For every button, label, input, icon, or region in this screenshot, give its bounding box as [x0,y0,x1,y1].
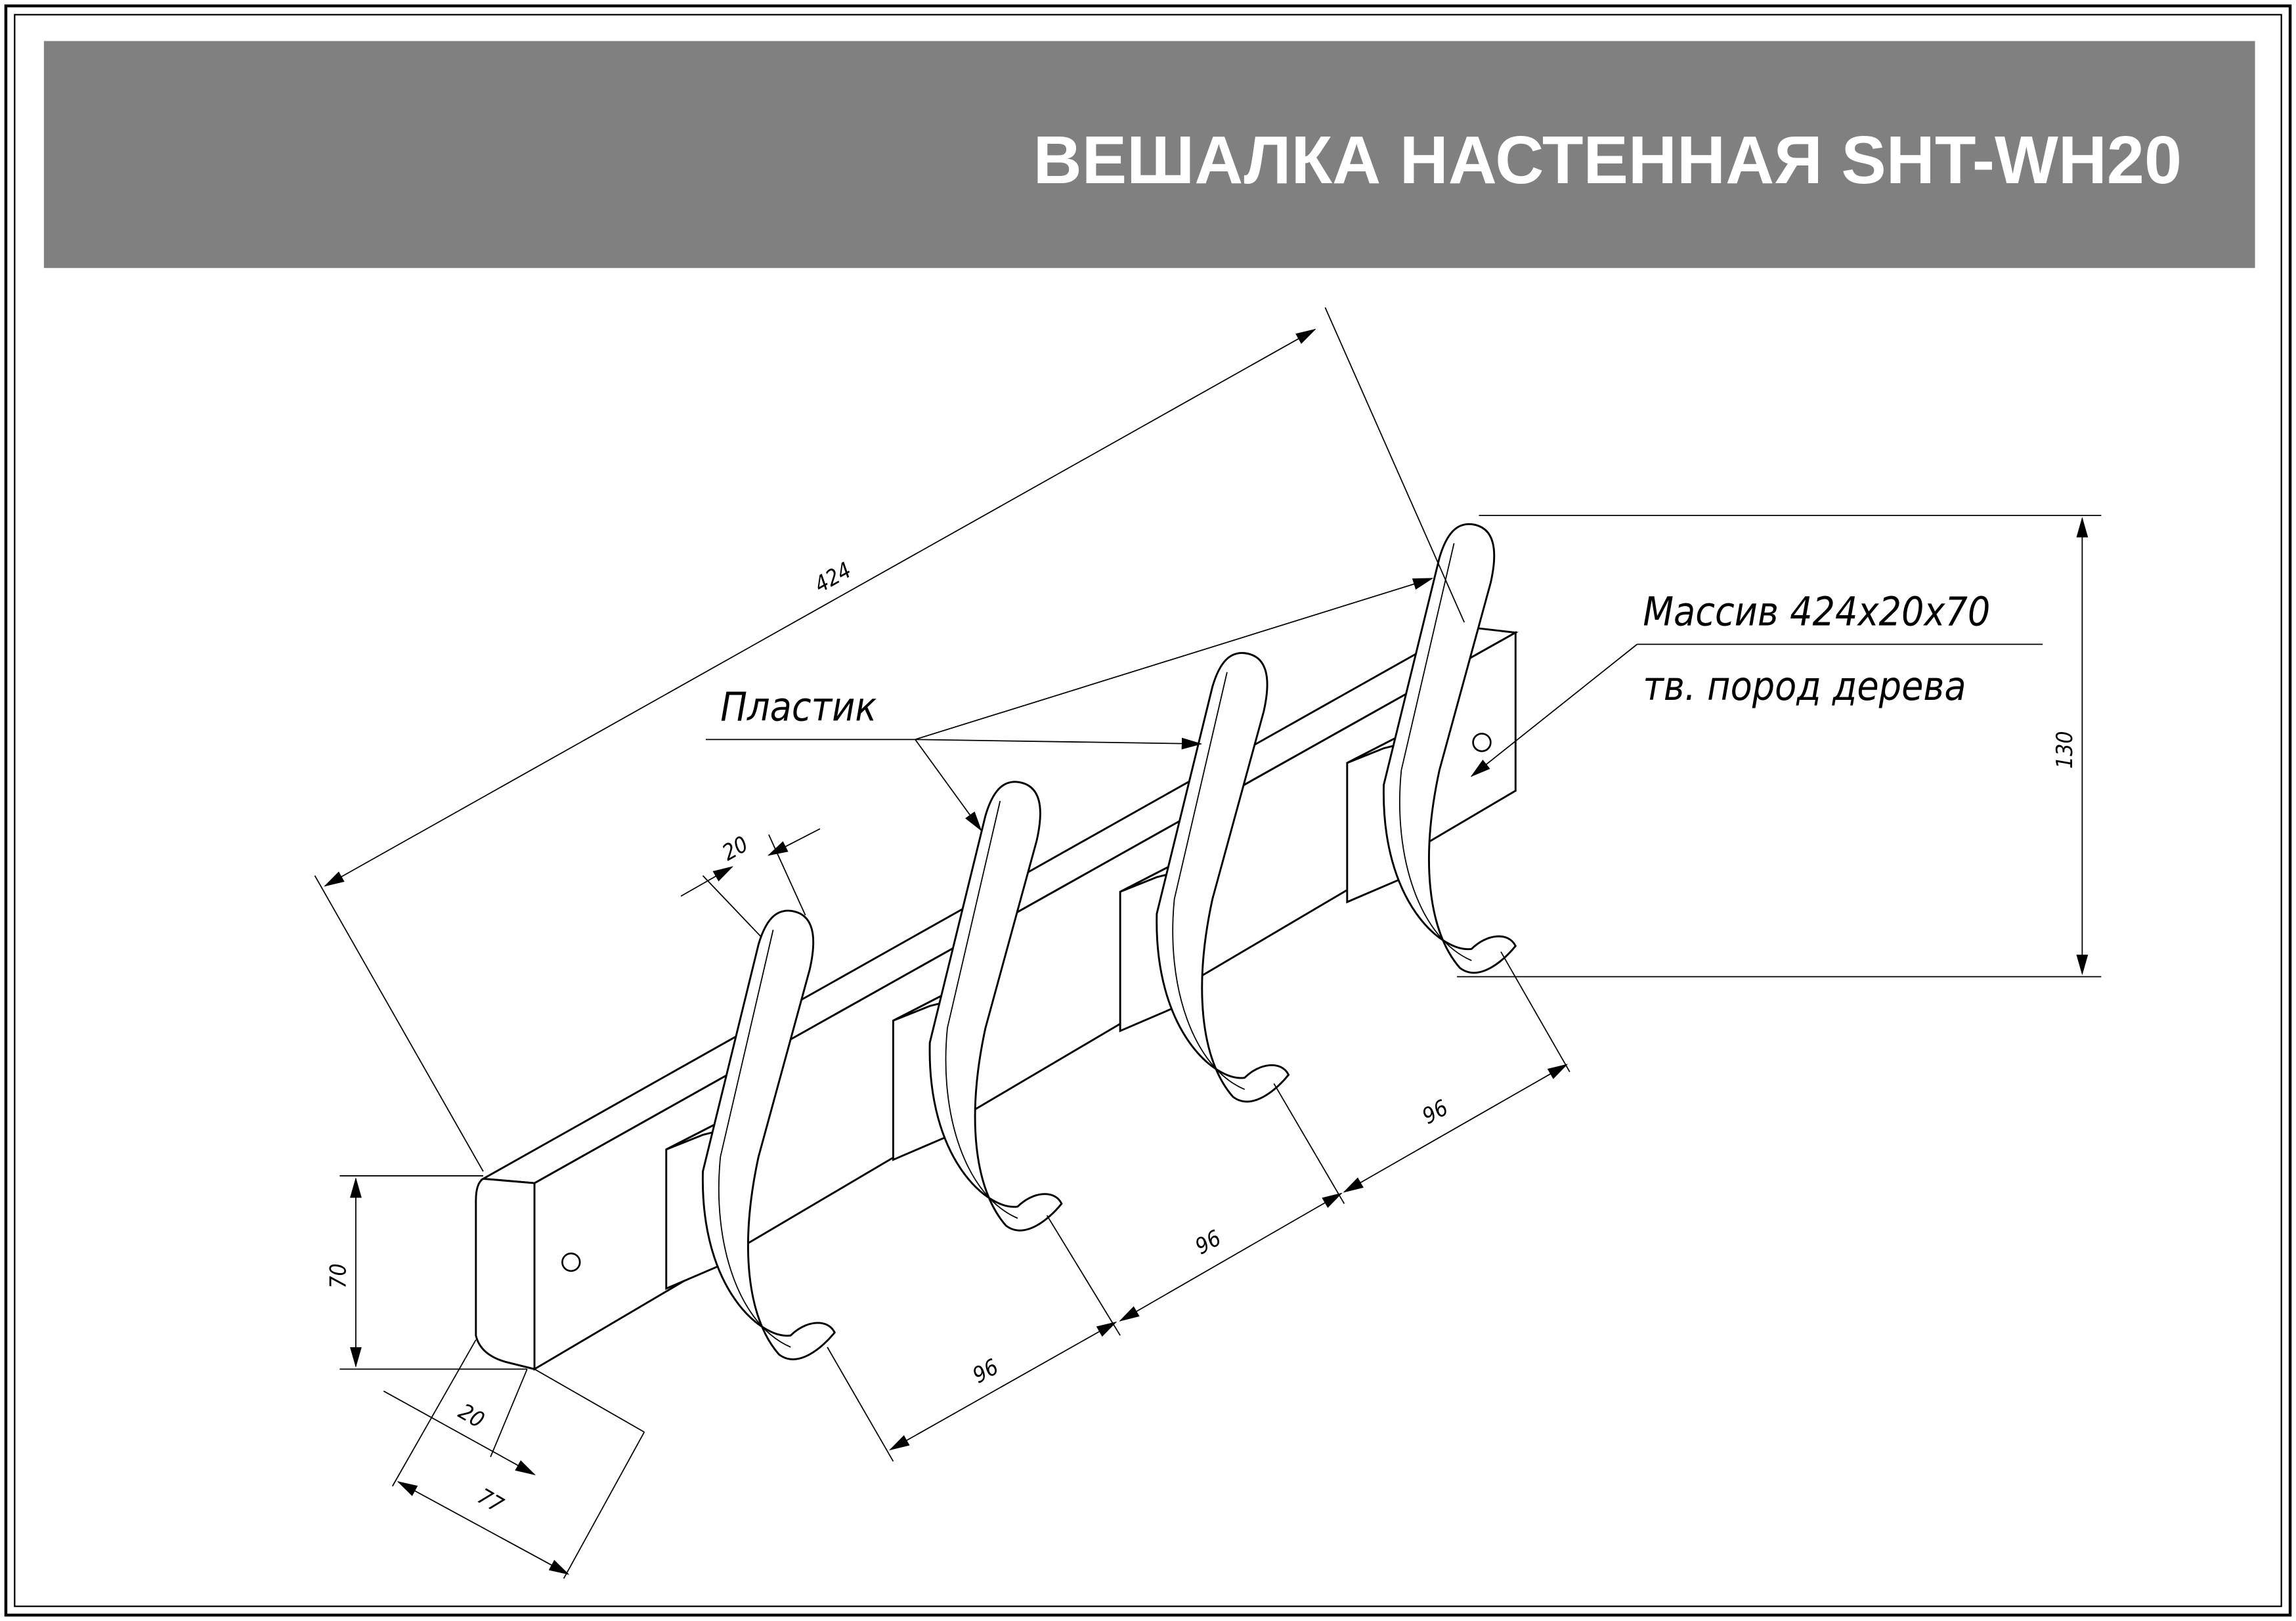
hook [892,781,1063,1232]
dimension-hook-height [1457,515,2102,978]
dimension-depth [383,1339,645,1579]
plastic-label: Пластик [720,684,877,730]
inner-frame [14,14,2282,1607]
dim-spacing-3-label: 96 [1418,1094,1452,1129]
dimension-height [339,1175,527,1370]
dim-depth-label: 77 [473,1483,508,1518]
dim-spacing-2-label: 96 [1191,1225,1225,1260]
dimension-hook-width [680,828,821,938]
material-label-line1: Массив 424х20х70 [1643,589,1990,635]
outer-frame [4,4,2292,1617]
wooden-board [475,626,1519,1371]
title-bar [43,41,2255,269]
drawing-title: ВЕШАЛКА НАСТЕННАЯ SHT-WH20 [1033,122,2182,198]
material-leader [1470,643,2043,777]
dimension-length [314,307,1465,1172]
dim-height-label: 70 [325,1263,351,1288]
dim-spacing-1-label: 96 [968,1354,1003,1389]
material-label-line2: тв. пород дерева [1643,664,1966,710]
plastic-leader [705,578,1434,832]
hook [665,909,836,1360]
plastic-hooks [665,523,1517,1360]
dim-hook-height-label: 130 [2052,731,2077,769]
hook [1346,523,1517,974]
dimension-spacing [827,951,1570,1462]
dim-hook-width-label: 20 [718,831,752,866]
dim-thickness-label: 20 [454,1398,489,1433]
